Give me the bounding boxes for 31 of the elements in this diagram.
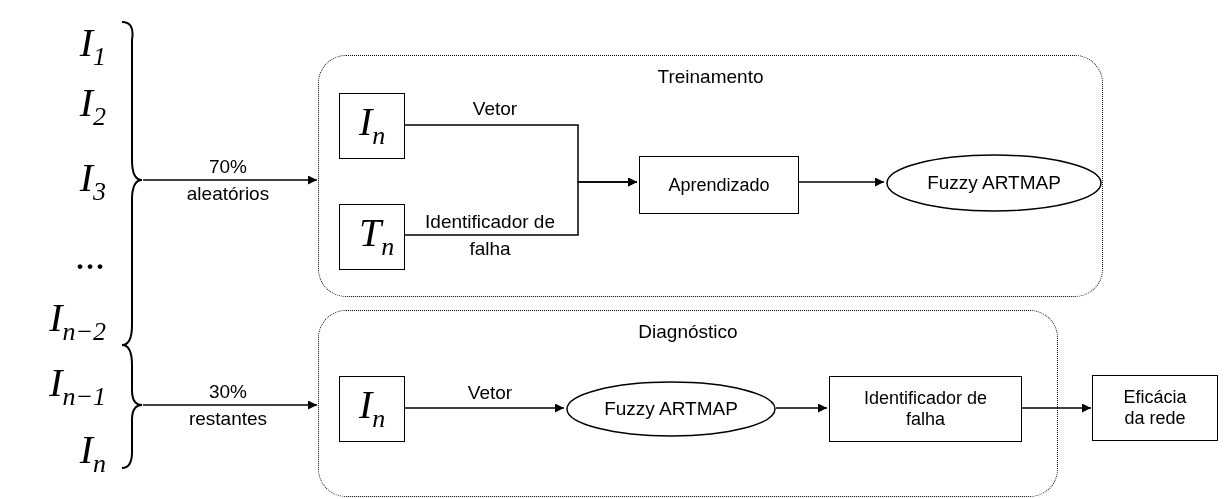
input-symbol: I$_{n}$	[79, 430, 106, 478]
arrow	[775, 403, 828, 413]
brace-drawing	[121, 20, 144, 347]
group-title: Treinamento	[656, 66, 765, 88]
edge-label: Vetor	[466, 382, 514, 404]
brace-drawing	[121, 343, 144, 470]
arrow	[404, 403, 565, 413]
arrow	[798, 177, 885, 187]
symbol-box: I$_{n}$	[339, 376, 405, 442]
arrow	[142, 400, 318, 410]
input-symbol: ...	[76, 236, 106, 276]
edge-label: 30% restantes	[187, 380, 269, 431]
process-box: Identificador de falha	[829, 376, 1022, 442]
input-symbol: I$_{n−2}$	[49, 298, 106, 346]
process-box: Eficácia da rede	[1092, 375, 1218, 441]
edge-label: Identificador de falha	[424, 210, 556, 261]
input-symbol: I$_{3}$	[79, 158, 106, 206]
symbol-box: I$_{n}$	[339, 93, 405, 159]
group-title: Diagnóstico	[637, 321, 739, 343]
ellipse-node: Fuzzy ARTMAP	[566, 381, 776, 437]
arrow	[142, 175, 318, 185]
ellipse-node: Fuzzy ARTMAP	[886, 154, 1102, 212]
input-symbol: I$_{2}$	[79, 83, 106, 131]
arrow	[404, 177, 638, 236]
input-symbol: I$_{n−1}$	[49, 363, 106, 411]
edge-label: Vetor	[471, 98, 519, 120]
arrow	[1021, 403, 1092, 413]
process-box: Aprendizado	[639, 156, 799, 214]
edge-label: 70% aleatórios	[185, 155, 271, 206]
input-symbol: I$_{1}$	[79, 23, 106, 71]
symbol-box: T$_{n}$	[339, 204, 405, 270]
